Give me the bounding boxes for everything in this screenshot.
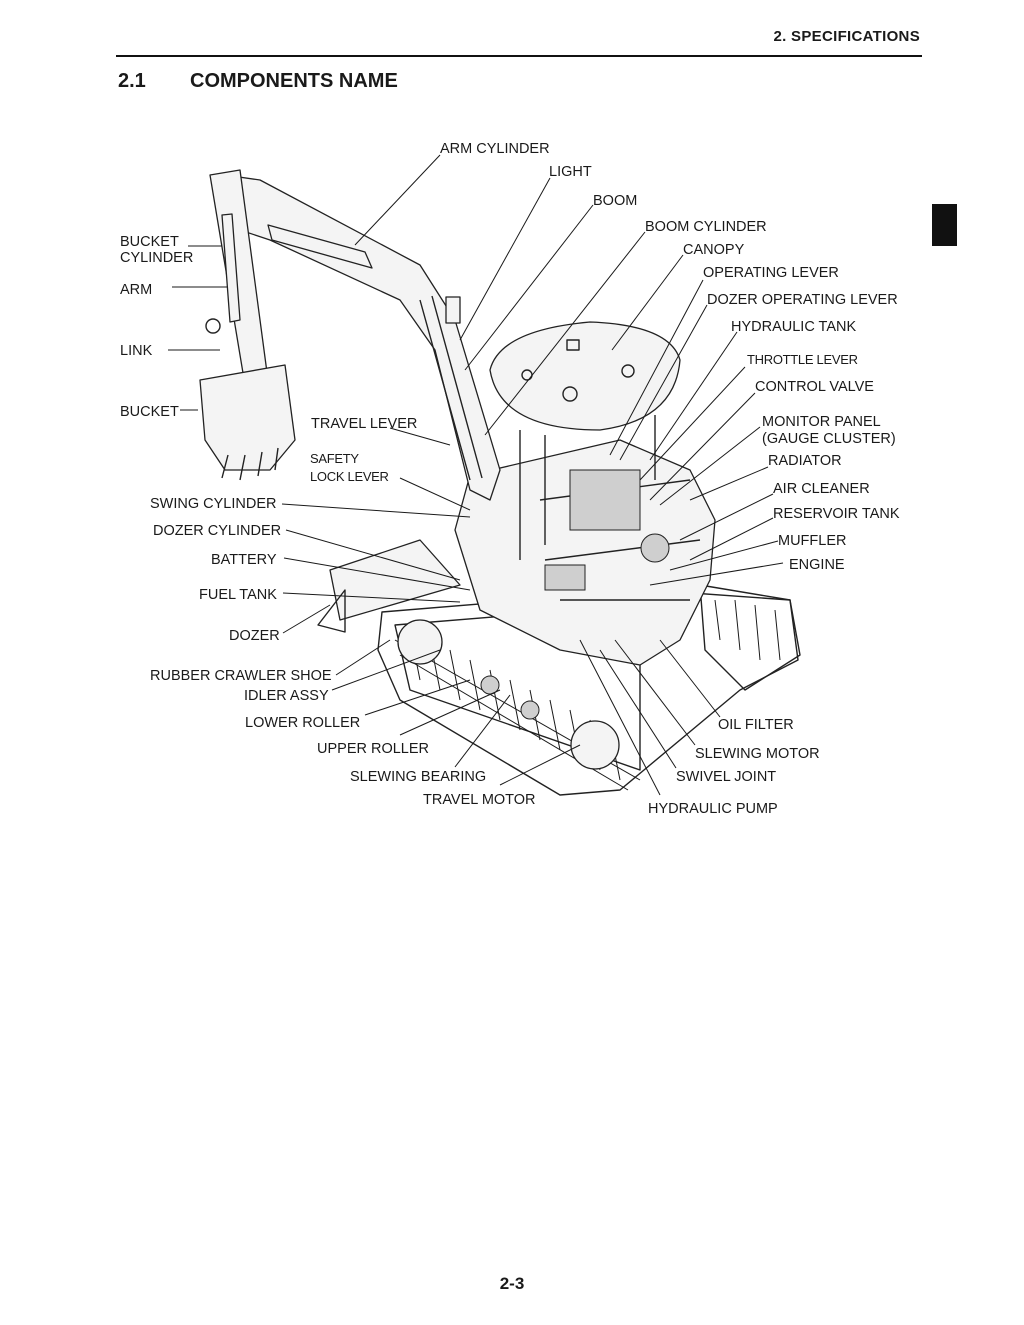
header-rule [116,55,922,57]
sprocket-wheel [570,720,620,770]
boom-hoses [419,295,483,481]
label-dozer: DOZER [229,628,280,644]
label-bucket-cylinder-line2: CYLINDER [120,250,193,266]
label-dozer-cylinder: DOZER CYLINDER [153,523,281,539]
air-cleaner-shape [640,533,670,563]
label-link: LINK [120,343,153,359]
arm-cylinder-shape [267,224,373,269]
label-arm-cylinder: ARM CYLINDER [440,141,550,157]
label-radiator: RADIATOR [768,453,842,469]
label-safety-lock-line2: LOCK LEVER [310,469,389,484]
boom-arm [224,174,501,501]
canopy-bolt-4 [566,339,580,351]
label-travel-motor: TRAVEL MOTOR [423,792,536,808]
label-monitor-panel: MONITOR PANEL [762,414,881,430]
canopy-pillars [519,415,656,560]
dozer-blade-end [317,589,346,633]
canopy-bolt-2 [621,364,635,378]
crawler-left-outline [377,589,799,796]
bucket-cylinder-shape [221,213,241,323]
label-rubber-crawler-shoe: RUBBER CRAWLER SHOE [150,668,332,684]
label-throttle-lever: THROTTLE LEVER [747,352,858,367]
label-idler-assy: IDLER ASSY [244,688,329,704]
label-bucket: BUCKET [120,404,179,420]
label-lower-roller: LOWER ROLLER [245,715,360,731]
label-control-valve: CONTROL VALVE [755,379,874,395]
excavator-illustration [199,169,801,796]
label-hydraulic-tank: HYDRAULIC TANK [731,319,856,335]
label-air-cleaner: AIR CLEANER [773,481,870,497]
light-shape [445,296,461,324]
canopy-bolt-1 [562,386,578,402]
leader-lines [168,154,784,796]
label-swing-cylinder: SWING CYLINDER [150,496,277,512]
chapter-tab-marker [932,204,957,246]
label-hydraulic-pump: HYDRAULIC PUMP [648,801,778,817]
section-number: 2.1 [118,70,146,92]
label-swivel-joint: SWIVEL JOINT [676,769,776,785]
label-battery: BATTERY [211,552,277,568]
label-arm: ARM [120,282,152,298]
engine-block [569,469,641,531]
label-slewing-motor: SLEWING MOTOR [695,746,820,762]
label-travel-lever: TRAVEL LEVER [311,416,417,432]
pump-shape [544,564,586,591]
label-slewing-bearing: SLEWING BEARING [350,769,486,785]
label-light: LIGHT [549,164,592,180]
bucket-teeth [221,447,279,481]
roller-2 [520,700,540,720]
label-engine: ENGINE [789,557,845,573]
component-labels: ARM CYLINDER LIGHT BOOM BOOM CYLINDER CA… [120,141,900,817]
label-fuel-tank: FUEL TANK [199,587,277,603]
link-pin [205,318,221,334]
page-number: 2-3 [499,1274,525,1293]
section-header: 2. SPECIFICATIONS [773,28,920,45]
label-operating-lever: OPERATING LEVER [703,265,839,281]
label-safety-lock-line1: SAFETY [310,451,359,466]
label-bucket-cylinder-line1: BUCKET [120,234,179,250]
label-oil-filter: OIL FILTER [718,717,794,733]
label-boom-cylinder: BOOM CYLINDER [645,219,767,235]
label-canopy: CANOPY [683,242,745,258]
canopy-roof [489,321,681,431]
label-upper-roller: UPPER ROLLER [317,741,429,757]
dozer-blade [329,539,461,621]
label-muffler: MUFFLER [778,533,846,549]
label-dozer-operating-lever: DOZER OPERATING LEVER [707,292,898,308]
label-gauge-cluster: (GAUGE CLUSTER) [762,431,896,447]
label-boom: BOOM [593,193,637,209]
section-title: COMPONENTS NAME [190,70,398,92]
bucket-shape [199,364,296,471]
label-reservoir-tank: RESERVOIR TANK [773,506,900,522]
crawler-right-outline [699,584,801,691]
